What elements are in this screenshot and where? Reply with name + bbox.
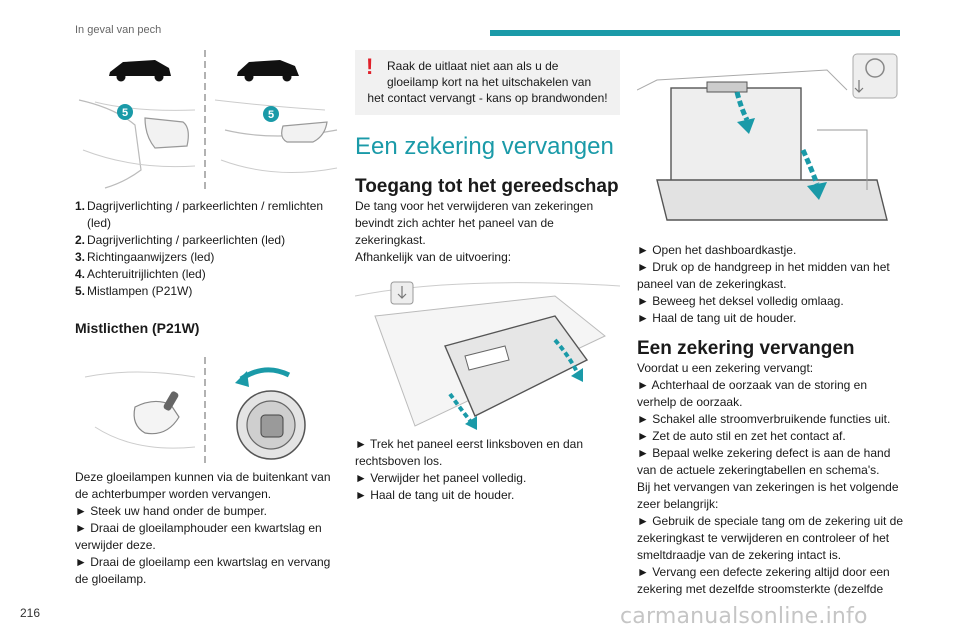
- section-title: Een zekering vervangen: [355, 133, 614, 160]
- replace-step-2: ► Schakel alle stroomverbruikende functi…: [637, 412, 891, 426]
- list-item: 4.Achteruitrijlichten (led): [75, 267, 206, 281]
- replace-heading: Een zekering vervangen: [637, 338, 855, 359]
- list-item: 5.Mistlampen (P21W): [75, 284, 193, 298]
- replace-step-1: ► Achterhaal de oorzaak van de storing e…: [637, 378, 868, 409]
- page-number: 216: [20, 606, 41, 620]
- replace-step-3: ► Zet de auto stil en zet het contact af…: [637, 429, 846, 443]
- access-heading: Toegang tot het gereedschap: [355, 176, 619, 197]
- access-intro: De tang voor het verwijderen van zekerin…: [355, 199, 594, 247]
- rear-bumper-illustration: 5 5: [78, 50, 338, 190]
- warning-line-1: Raak de uitlaat niet aan als u de gloeil…: [387, 59, 592, 89]
- fog-step-2: ► Draai de gloeilamphouder een kwartslag…: [75, 521, 322, 552]
- replace-step-4: ► Bepaal welke zekering defect is aan de…: [637, 446, 891, 477]
- list-item: 3.Richtingaanwijzers (led): [75, 250, 215, 264]
- running-header: In geval van pech: [75, 24, 162, 36]
- column-right: ► Open het dashboardkastje. ► Druk op de…: [636, 50, 905, 598]
- warning-icon: !: [366, 54, 374, 79]
- fog-intro: Deze gloeilampen kunnen via de buitenkan…: [75, 470, 331, 501]
- replace-intro: Voordat u een zekering vervangt:: [637, 361, 814, 375]
- panel-step-1: ► Trek het paneel eerst linksboven en da…: [355, 437, 584, 468]
- column-left: 5 5 1.Dagrijverlichting / parkeerlichten…: [75, 50, 340, 588]
- important-step-1: ► Gebruik de speciale tang om de zekerin…: [637, 514, 904, 562]
- glove-step-2: ► Druk op de handgreep in het midden van…: [637, 260, 890, 291]
- list-item: 1.Dagrijverlichting / parkeerlichten / r…: [75, 199, 324, 230]
- fog-step-3: ► Draai de gloeilamp een kwartslag en ve…: [75, 555, 331, 586]
- figure-rear-fog-lamps: 5 5: [75, 50, 340, 192]
- list-item: 2.Dagrijverlichting / parkeerlichten (le…: [75, 233, 286, 247]
- bulb-holder-illustration: [84, 357, 306, 467]
- fuse-panel-illustration: [354, 281, 621, 430]
- callout-5-right: 5: [268, 109, 274, 121]
- figure-bulb-holder: [75, 357, 340, 469]
- warning-box: ! Raak de uitlaat niet aan als u de gloe…: [355, 50, 620, 115]
- watermark: carmanualsonline.info: [620, 604, 868, 629]
- panel-step-2: ► Verwijder het paneel volledig.: [355, 471, 527, 485]
- figure-fuse-panel: [354, 276, 621, 436]
- important-intro: Bij het vervangen van zekeringen is het …: [637, 480, 899, 511]
- bulb-list: 1.Dagrijverlichting / parkeerlichten / r…: [75, 198, 340, 300]
- glove-step-1: ► Open het dashboardkastje.: [637, 243, 797, 257]
- warning-line-2: het contact vervangt - kans op brandwond…: [367, 91, 608, 105]
- glovebox-illustration: [636, 53, 898, 221]
- figure-glovebox: [636, 50, 905, 228]
- hatchback-car-icon: [109, 60, 171, 82]
- column-middle: ! Raak de uitlaat niet aan als u de gloe…: [354, 50, 621, 504]
- suv-car-icon: [237, 60, 299, 82]
- callout-5-left: 5: [122, 107, 128, 119]
- header-accent-bar: [490, 30, 900, 36]
- access-variant: Afhankelijk van de uitvoering:: [355, 250, 512, 264]
- glove-step-4: ► Haal de tang uit de houder.: [637, 311, 797, 325]
- fog-step-1: ► Steek uw hand onder de bumper.: [75, 504, 267, 518]
- important-step-2: ► Vervang een defecte zekering altijd do…: [637, 565, 890, 596]
- fog-lamp-heading: Mistlicthen (P21W): [75, 320, 200, 336]
- panel-step-3: ► Haal de tang uit de houder.: [355, 488, 515, 502]
- glove-step-3: ► Beweeg het deksel volledig omlaag.: [637, 294, 844, 308]
